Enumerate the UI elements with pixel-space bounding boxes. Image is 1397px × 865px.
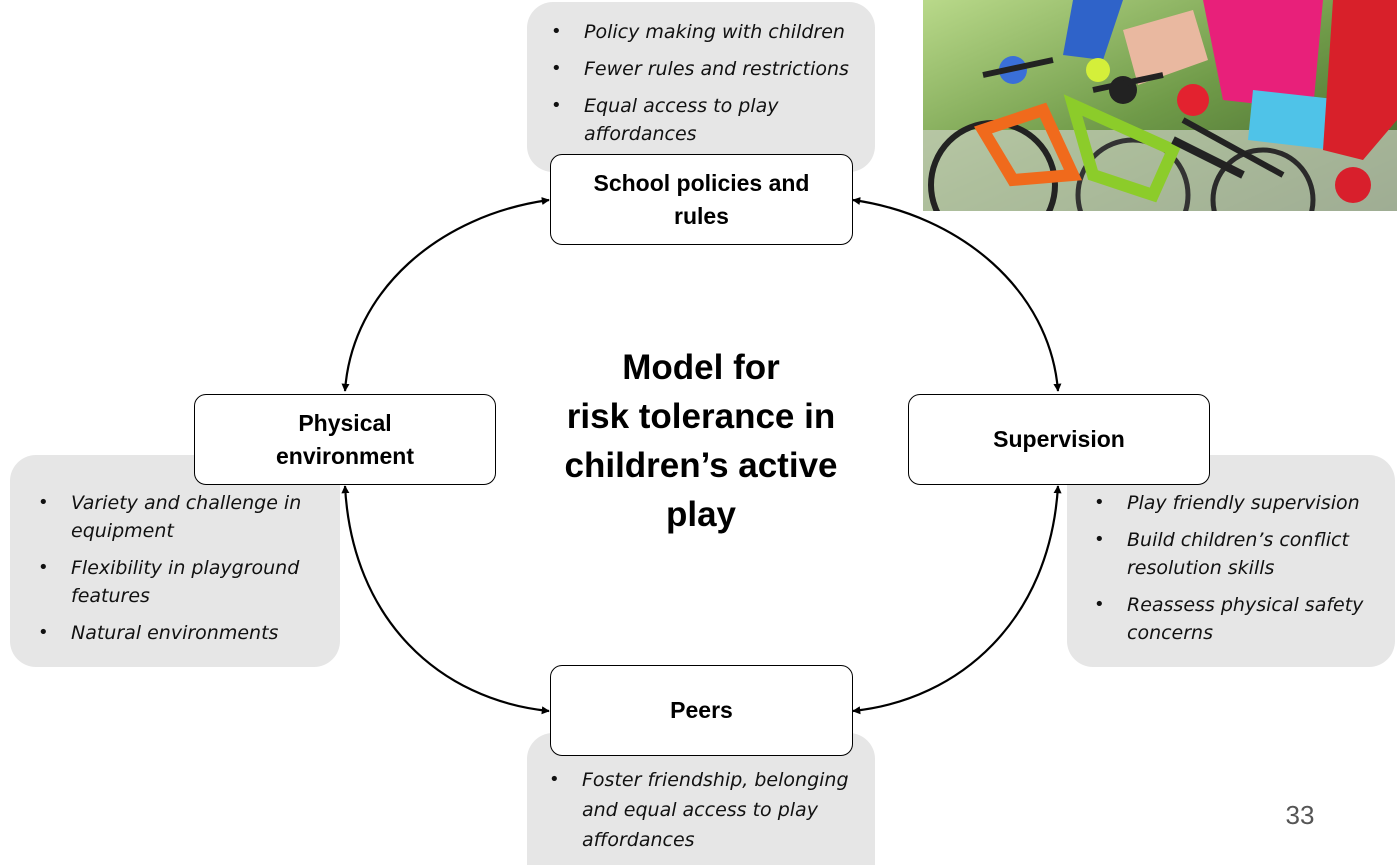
title-line: play [665,495,737,534]
bullet-item: Natural environments [38,619,328,647]
title-line: risk tolerance in [566,397,836,436]
arrow-policies-supervision [852,197,1062,392]
panel-supervision: Play friendly supervision Build children… [1067,455,1395,667]
panel-school-policies-list: Policy making with children Fewer rules … [551,18,875,148]
node-physical-environment-line1: Physical [298,409,392,436]
bullet-item: Policy making with children [551,18,875,46]
node-supervision-label: Supervision [993,426,1125,452]
arrow-peers-physical [341,485,550,715]
bullet-item: Fewer rules and restrictions [551,55,875,83]
node-peers: Peers [550,665,853,756]
arrow-physical-policies [341,197,550,392]
node-physical-environment-line2: environment [275,442,415,469]
title-line: Model for [622,348,780,387]
panel-peers-list: Foster friendship, belonging and equal a… [549,765,859,855]
panel-physical-environment-list: Variety and challenge in equipment Flexi… [38,489,328,647]
bullet-item: Play friendly supervision [1094,489,1386,517]
bullet-item: Reassess physical safety concerns [1094,591,1386,647]
node-supervision: Supervision [908,394,1210,485]
panel-school-policies: Policy making with children Fewer rules … [527,2,875,172]
node-physical-environment: Physical environment [194,394,496,485]
bullet-item: Flexibility in playground features [38,554,328,610]
title-line: children’s active [564,446,838,485]
bullet-item: Equal access to play affordances [551,92,804,148]
node-school-policies-line1: School policies and [593,169,810,196]
diagram-title: Model for risk tolerance in children’s a… [531,343,871,539]
panel-physical-environment: Variety and challenge in equipment Flexi… [10,455,340,667]
panel-supervision-list: Play friendly supervision Build children… [1094,489,1386,647]
node-peers-label: Peers [670,697,733,723]
node-school-policies-line2: rules [674,202,729,229]
node-school-policies: School policies and rules [550,154,853,245]
page-number: 33 [1285,800,1315,830]
arrow-supervision-peers [852,485,1062,715]
bullet-item: Foster friendship, belonging and equal a… [549,765,859,855]
bullet-item: Variety and challenge in equipment [38,489,328,545]
bullet-item: Build children’s conflict resolution ski… [1094,526,1386,582]
